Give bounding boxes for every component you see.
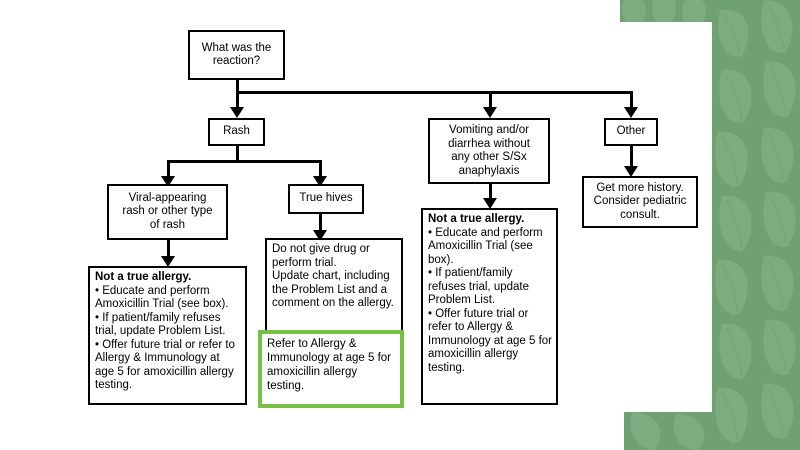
node-get-history[interactable]: Get more history. Consider pediatric con…	[582, 176, 698, 228]
arrowhead-to-viral-action	[161, 256, 175, 267]
connector-to-viral	[167, 160, 170, 178]
arrowhead-to-hives-action	[313, 230, 327, 241]
node-root-line2: reaction?	[212, 55, 261, 67]
connector-viral-stem	[167, 240, 170, 260]
connector-to-rash	[236, 91, 239, 109]
node-other-label: Other	[616, 125, 646, 138]
vomiting-action-bullet1: • Educate and perform Amoxicillin Trial …	[428, 226, 543, 266]
node-rash-label: Rash	[223, 125, 250, 138]
node-vomiting-action[interactable]: Not a true allergy. • Educate and perfor…	[421, 208, 558, 405]
node-vomiting-line1: Vomiting and/or	[449, 124, 529, 136]
vomiting-action-bullet3: • Offer future trial or refer to Allergy…	[428, 307, 553, 374]
leaf-pattern-icon	[630, 412, 705, 450]
node-viral-line1: Viral-appearing	[128, 191, 207, 204]
node-viral-action[interactable]: Not a true allergy. • Educate and perfor…	[88, 266, 247, 405]
hives-action-line2: Update chart, including the Problem List…	[272, 270, 394, 309]
vomiting-action-heading: Not a true allergy.	[428, 213, 525, 225]
arrowhead-to-vomiting	[483, 107, 497, 118]
node-viral-rash[interactable]: Viral-appearing rash or other type of ra…	[107, 184, 228, 240]
leaf-pattern-icon	[622, 0, 706, 22]
node-vomiting-line3: any other S/Sx	[451, 151, 527, 163]
connector-vomiting-stem	[489, 184, 492, 202]
leaf-pattern-icon	[715, 0, 796, 443]
node-vomiting[interactable]: Vomiting and/or diarrhea without any oth…	[428, 118, 550, 184]
connector-other-stem	[630, 146, 633, 168]
viral-action-bullet3: • Offer future trial or refer to Allergy…	[95, 338, 235, 392]
node-other[interactable]: Other	[604, 118, 658, 146]
arrowhead-to-vomiting-action	[483, 198, 497, 209]
hives-referral-text: Refer to Allergy & Immunology at age 5 f…	[267, 338, 392, 392]
decorative-green-band-top	[620, 0, 712, 22]
connector-to-vomiting	[489, 91, 492, 109]
viral-action-bullet1: • Educate and perform Amoxicillin Trial …	[95, 284, 229, 311]
viral-action-bullet2: • If patient/family refuses trial, updat…	[95, 311, 226, 338]
viral-action-heading: Not a true allergy.	[95, 271, 192, 283]
connector-root-bus	[236, 91, 633, 94]
node-root-question[interactable]: What was the reaction?	[188, 30, 285, 80]
node-get-history-line2: Consider pediatric	[593, 195, 687, 208]
node-get-history-line1: Get more history.	[596, 181, 684, 194]
hives-action-line1: Do not give drug or perform trial.	[272, 243, 370, 269]
node-rash[interactable]: Rash	[208, 118, 265, 146]
decorative-green-band-right	[712, 0, 800, 450]
node-viral-line2: rash or other type	[122, 205, 213, 218]
connector-root-stem	[236, 80, 239, 93]
node-get-history-line3: consult.	[620, 208, 660, 221]
decorative-green-band-bottom	[624, 412, 712, 450]
node-vomiting-line4: anaphylaxis	[458, 164, 520, 177]
node-hives-referral-highlight[interactable]: Refer to Allergy & Immunology at age 5 f…	[258, 330, 404, 408]
arrowhead-to-rash	[230, 107, 244, 118]
arrowhead-to-get-history	[624, 166, 638, 177]
connector-to-other	[630, 91, 633, 109]
arrowhead-to-hives	[313, 176, 327, 187]
connector-hives-stem	[319, 214, 322, 236]
vomiting-action-bullet2: • If patient/family refuses trial, updat…	[428, 267, 530, 306]
node-vomiting-line2: diarrhea without	[448, 137, 530, 150]
arrowhead-to-other	[624, 107, 638, 118]
node-true-hives[interactable]: True hives	[288, 184, 364, 214]
connector-rash-stem	[236, 146, 239, 162]
node-root-line1: What was the	[201, 41, 272, 54]
connector-to-hives	[319, 160, 322, 178]
connector-rash-bus	[167, 160, 322, 163]
node-true-hives-label: True hives	[299, 192, 353, 205]
arrowhead-to-viral	[161, 176, 175, 187]
node-viral-line3: of rash	[149, 218, 186, 231]
